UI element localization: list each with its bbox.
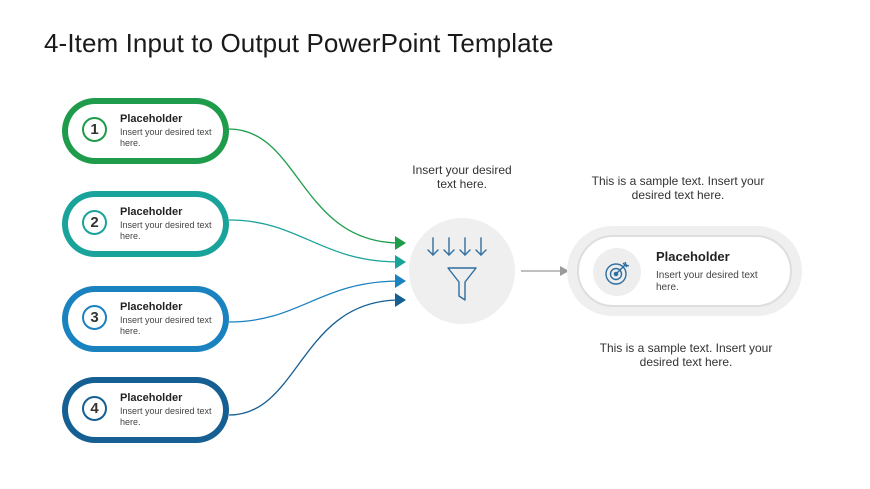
input-item-text: Insert your desired text here. (120, 127, 212, 148)
slide-title: 4-Item Input to Output PowerPoint Templa… (44, 28, 554, 58)
connector-line-4 (228, 299, 401, 416)
output-arrowhead (560, 266, 569, 276)
funnel-icon (427, 237, 487, 301)
sample-text-bottom: This is a sample text. Insert your desir… (599, 341, 773, 369)
number-badge: 1 (82, 117, 107, 142)
process-text: Insert your desired text here. (412, 163, 512, 191)
arrowhead-2 (395, 255, 406, 269)
input-item-text: Insert your desired text here. (120, 315, 212, 336)
number-badge: 3 (82, 305, 107, 330)
output-icon-circle (593, 248, 641, 296)
input-item-heading: Placeholder (120, 392, 183, 404)
input-item-2: 2 Placeholder Insert your desired text h… (62, 191, 229, 257)
input-item-text: Insert your desired text here. (120, 406, 212, 427)
input-item-4: 4 Placeholder Insert your desired text h… (62, 377, 229, 443)
sample-text-top: This is a sample text. Insert your desir… (591, 174, 765, 202)
input-item-1: 1 Placeholder Insert your desired text h… (62, 98, 229, 164)
process-circle (409, 218, 515, 324)
input-item-heading: Placeholder (120, 206, 183, 218)
connector-line-3 (228, 280, 401, 323)
input-item-heading: Placeholder (120, 113, 183, 125)
arrowhead-3 (395, 274, 406, 288)
arrowhead-4 (395, 293, 406, 307)
output-text: Insert your desired text here. (656, 270, 758, 293)
input-item-text: Insert your desired text here. (120, 220, 212, 241)
target-icon (605, 261, 630, 285)
number-badge: 2 (82, 210, 107, 235)
arrowhead-1 (395, 236, 406, 250)
input-item-3: 3 Placeholder Insert your desired text h… (62, 286, 229, 352)
connector-line-1 (228, 128, 401, 244)
connector-line-2 (228, 219, 401, 263)
number-badge: 4 (82, 396, 107, 421)
output-heading: Placeholder (656, 249, 730, 264)
input-item-heading: Placeholder (120, 301, 183, 313)
